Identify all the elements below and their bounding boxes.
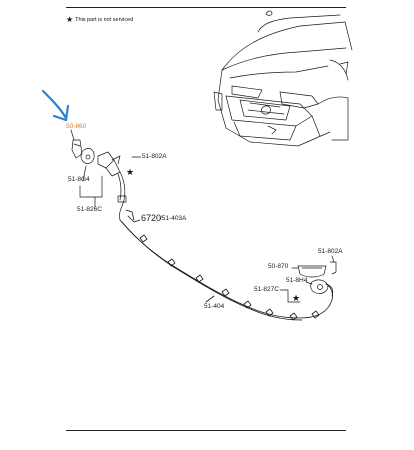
car-illustration [213,10,353,147]
part-label-51-403a: /51-403A [160,215,187,222]
part-label-50-870: 50-870 [268,263,289,270]
part-label-51-8g4: 51-8G4 [68,176,90,183]
part-label-51-802a-left: 51-802A [142,153,167,160]
part-label-6720: 6720 [141,213,162,223]
part-label-51-802a-right: 51-802A [318,248,343,255]
part-label-51-827c: 51-827C [254,286,279,293]
part-label-50-860: 50-860 [66,123,87,130]
left-washer-assembly [70,129,142,221]
main-harness [119,209,333,321]
legend-note: ★This part is not serviced [66,15,133,24]
part-label-51-8h4: 51-8H4 [286,277,308,284]
top-rule [66,7,346,8]
right-washer-assembly [279,255,337,303]
star-icon: ★ [66,15,74,24]
part-label-51-826c: 51-826C [77,206,102,213]
arrow-icon [41,89,70,122]
star-icon: ★ [292,293,301,303]
bottom-rule [66,430,346,431]
part-label-51-404: 51-404 [204,303,225,310]
star-icon: ★ [126,167,135,177]
legend-note-text: This part is not serviced [75,17,134,23]
